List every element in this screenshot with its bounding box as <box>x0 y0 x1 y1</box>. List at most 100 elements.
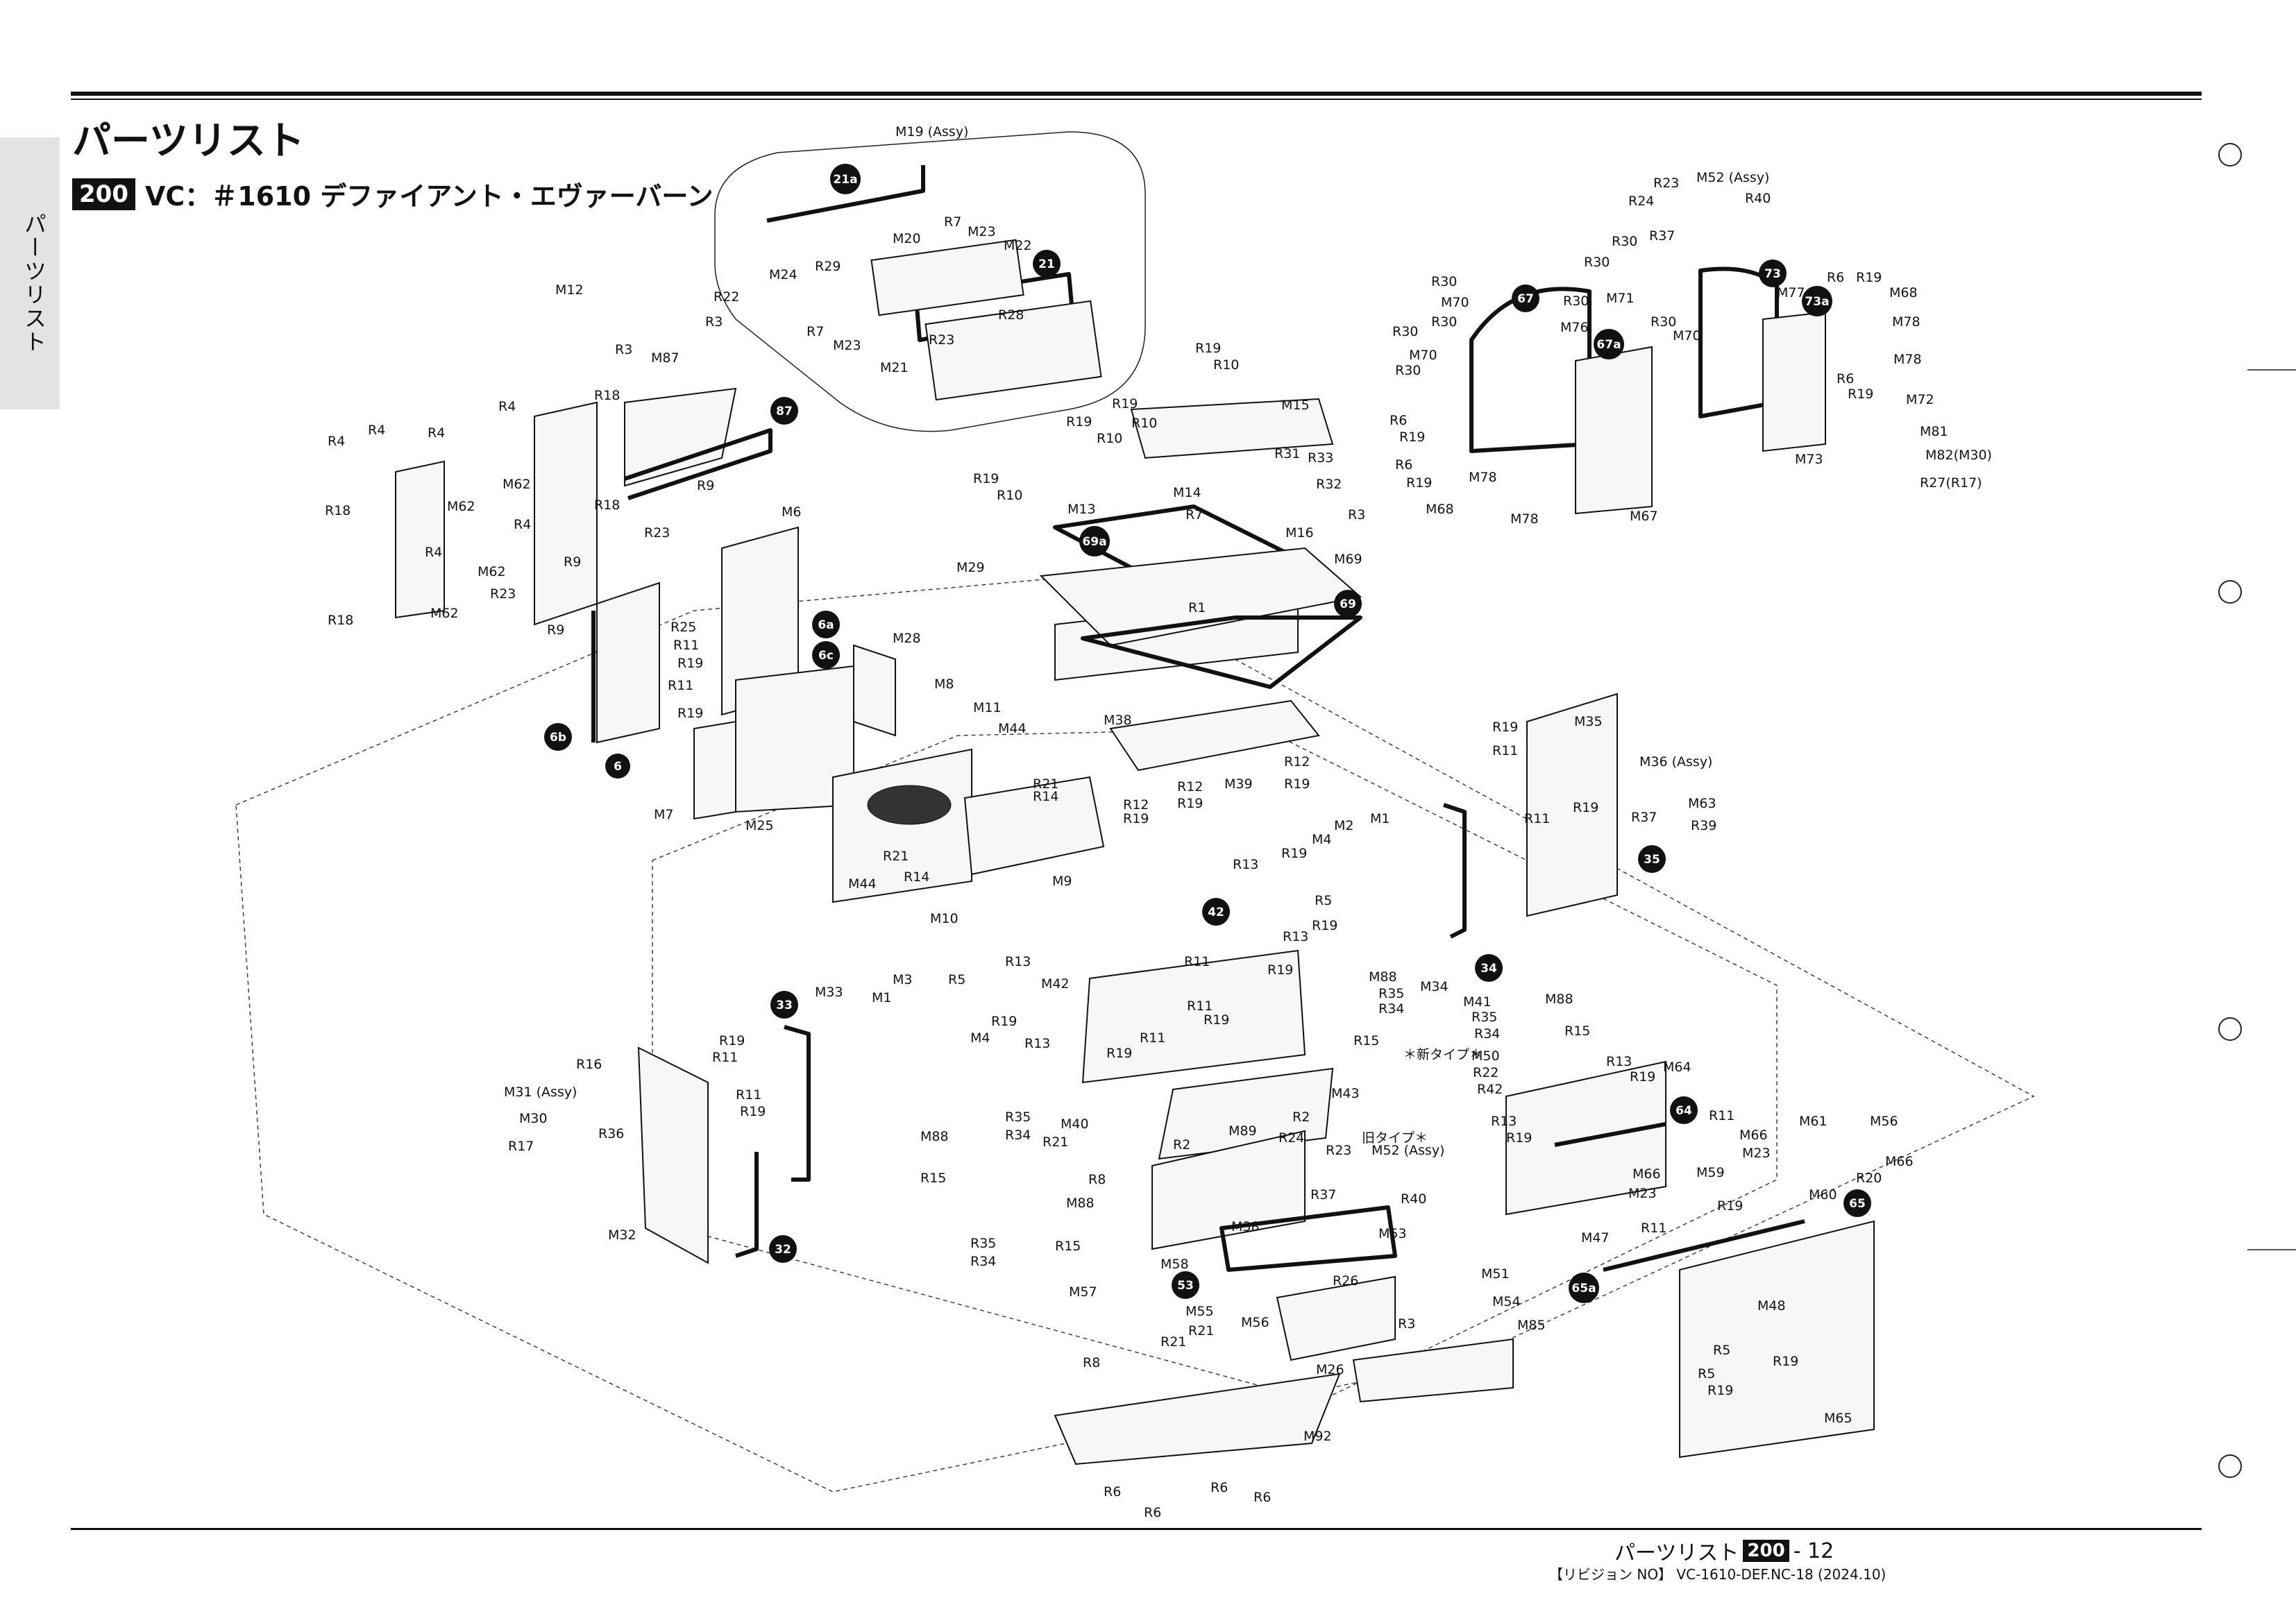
label-R15-a: R15 <box>1353 1033 1379 1048</box>
svg-text:73: 73 <box>1764 267 1781 281</box>
label-R20: R20 <box>1856 1171 1882 1186</box>
label-R19-n: R19 <box>1106 1046 1132 1061</box>
label-M72: M72 <box>1906 392 1934 407</box>
label-R10-a: R10 <box>1213 357 1239 373</box>
label-M52-assy-old: M52 (Assy) <box>1371 1143 1444 1158</box>
callout-34: 34 <box>1475 954 1503 982</box>
binder-hole-3 <box>2218 1017 2242 1041</box>
label-M42: M42 <box>1041 976 1070 992</box>
label-R23-c: R23 <box>1326 1143 1351 1158</box>
label-R19-c: R19 <box>1066 414 1092 430</box>
label-R35-d: R35 <box>970 1236 996 1251</box>
label-R34-a: R34 <box>1378 1001 1404 1017</box>
label-M32: M32 <box>608 1227 636 1243</box>
label-M29: M29 <box>956 560 985 575</box>
callout-21a: 21a <box>830 164 861 194</box>
label-R10-d: R10 <box>997 488 1022 503</box>
label-R19-b: R19 <box>1112 396 1138 411</box>
label-M40: M40 <box>1061 1116 1089 1132</box>
label-M50: M50 <box>1471 1048 1500 1064</box>
section-badge: 200 <box>72 178 135 210</box>
label-R19-i: R19 <box>1312 918 1337 933</box>
label-M61: M61 <box>1799 1114 1827 1129</box>
label-R37-b: R37 <box>1631 810 1657 825</box>
footer-page-label: パーツリスト 200 - 12 <box>1614 1536 1834 1566</box>
label-M78-c: M78 <box>1469 470 1497 485</box>
label-M1-b: M1 <box>872 990 891 1005</box>
label-R6-h: R6 <box>1395 457 1412 473</box>
label-M2: M2 <box>1334 818 1353 833</box>
callout-6b: 6b <box>544 723 572 751</box>
svg-text:6a: 6a <box>818 618 834 632</box>
footer-rule <box>71 1528 2202 1530</box>
label-R2-a: R2 <box>1292 1110 1310 1125</box>
footer-title: パーツリスト <box>1614 1541 1739 1565</box>
label-R25: R25 <box>670 620 696 635</box>
label-R13-a: R13 <box>1233 857 1258 872</box>
label-M62-d: M62 <box>430 606 459 621</box>
label-R19-f: R19 <box>1177 796 1203 811</box>
label-M58: M58 <box>1160 1257 1189 1272</box>
label-R19-k: R19 <box>677 706 703 721</box>
label-M4-a: M4 <box>1312 832 1331 847</box>
label-M34: M34 <box>1420 979 1449 994</box>
label-R21-c: R21 <box>1188 1323 1214 1339</box>
svg-text:67a: 67a <box>1596 338 1621 352</box>
label-R9-b: R9 <box>564 554 581 570</box>
label-R6-e: R6 <box>1827 270 1844 285</box>
label-M23-b: M23 <box>1742 1146 1771 1161</box>
side-index-tab[interactable]: パーツリスト <box>0 137 60 409</box>
label-M19-assy: M19 (Assy) <box>895 124 968 139</box>
footer-revision: 【リビジョン NO】 VC-1610-DEF.NC-18 (2024.10) <box>1549 1566 1886 1583</box>
label-R13-c: R13 <box>1005 954 1031 969</box>
label-R30-b: R30 <box>1584 255 1610 270</box>
label-M52-assy: M52 (Assy) <box>1696 170 1769 185</box>
label-M82-M30: M82(M30) <box>1925 448 1992 463</box>
label-M60: M60 <box>1809 1187 1837 1203</box>
label-R7-top: R7 <box>944 214 961 230</box>
label-R11-d: R11 <box>1187 999 1213 1014</box>
label-R23-d: R23 <box>1653 176 1679 191</box>
label-R28: R28 <box>998 307 1024 323</box>
label-R27-R17: R27(R17) <box>1920 475 1982 491</box>
label-M24: M24 <box>769 267 797 282</box>
label-R15-d: R15 <box>1055 1239 1081 1254</box>
label-M78-a: M78 <box>1892 314 1921 330</box>
label-R19-j: R19 <box>677 656 703 671</box>
label-R13-b: R13 <box>1283 929 1308 944</box>
label-M66-c: M66 <box>1885 1154 1914 1169</box>
label-R4-f: R4 <box>425 545 442 560</box>
callout-69a: 69a <box>1079 526 1110 556</box>
label-R3-b: R3 <box>705 314 723 330</box>
svg-text:21: 21 <box>1038 257 1055 271</box>
label-M10: M10 <box>930 911 959 926</box>
label-M54: M54 <box>1492 1294 1521 1309</box>
label-M35: M35 <box>1574 714 1603 729</box>
label-M13: M13 <box>1067 502 1096 517</box>
label-R30-f: R30 <box>1395 363 1421 378</box>
label-R30-d: R30 <box>1431 314 1457 330</box>
label-R19-p: R19 <box>719 1033 745 1048</box>
callout-33: 33 <box>770 991 798 1019</box>
label-R40-a: R40 <box>1401 1191 1426 1207</box>
label-R36: R36 <box>598 1126 624 1141</box>
label-M53: M53 <box>1378 1226 1407 1241</box>
callout-42: 42 <box>1202 898 1230 926</box>
label-R2-b: R2 <box>1173 1137 1190 1153</box>
label-M87: M87 <box>651 350 679 366</box>
label-R9-a: R9 <box>697 478 714 493</box>
section-heading: 200 VC：＃1610 デファイアント・エヴァーバーン <box>72 175 713 213</box>
svg-text:21a: 21a <box>833 173 857 187</box>
label-M81: M81 <box>1920 424 1948 439</box>
label-M78-d: M78 <box>1510 511 1539 527</box>
label-R26: R26 <box>1333 1273 1358 1289</box>
label-R3-c: R3 <box>1398 1316 1415 1332</box>
label-M92: M92 <box>1303 1429 1332 1444</box>
label-M28: M28 <box>893 631 921 646</box>
label-R21-a: R21 <box>1033 776 1058 792</box>
label-M39: M39 <box>1224 776 1253 792</box>
label-R19-w: R19 <box>1492 720 1518 735</box>
label-M23-top: M23 <box>968 224 996 239</box>
label-R24: R24 <box>1278 1130 1304 1146</box>
